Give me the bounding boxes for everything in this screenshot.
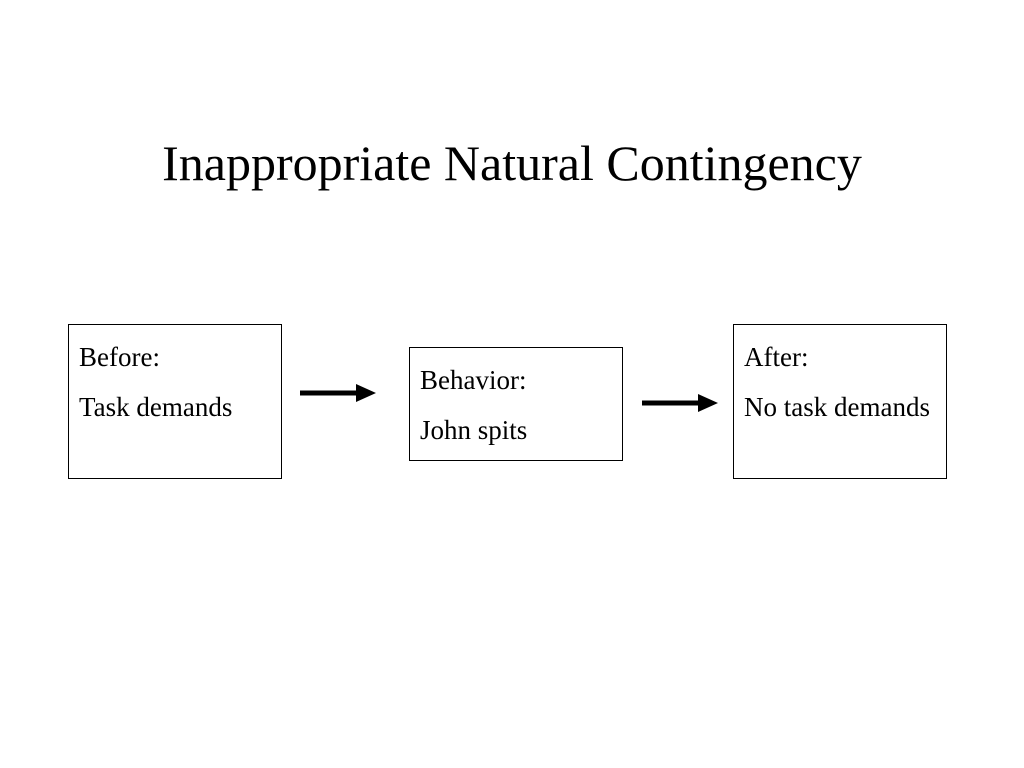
after-box: After: No task demands bbox=[733, 324, 947, 479]
arrow-right-icon bbox=[642, 394, 718, 412]
before-text: Task demands bbox=[79, 392, 233, 422]
arrow-right-icon bbox=[300, 384, 376, 402]
after-label: After: bbox=[744, 342, 809, 372]
behavior-box: Behavior: John spits bbox=[409, 347, 623, 461]
behavior-text: John spits bbox=[420, 415, 528, 445]
behavior-label: Behavior: bbox=[420, 365, 527, 395]
slide-title: Inappropriate Natural Contingency bbox=[162, 135, 862, 191]
after-text: No task demands bbox=[744, 392, 930, 422]
before-box: Before: Task demands bbox=[68, 324, 282, 479]
before-label: Before: bbox=[79, 342, 160, 372]
